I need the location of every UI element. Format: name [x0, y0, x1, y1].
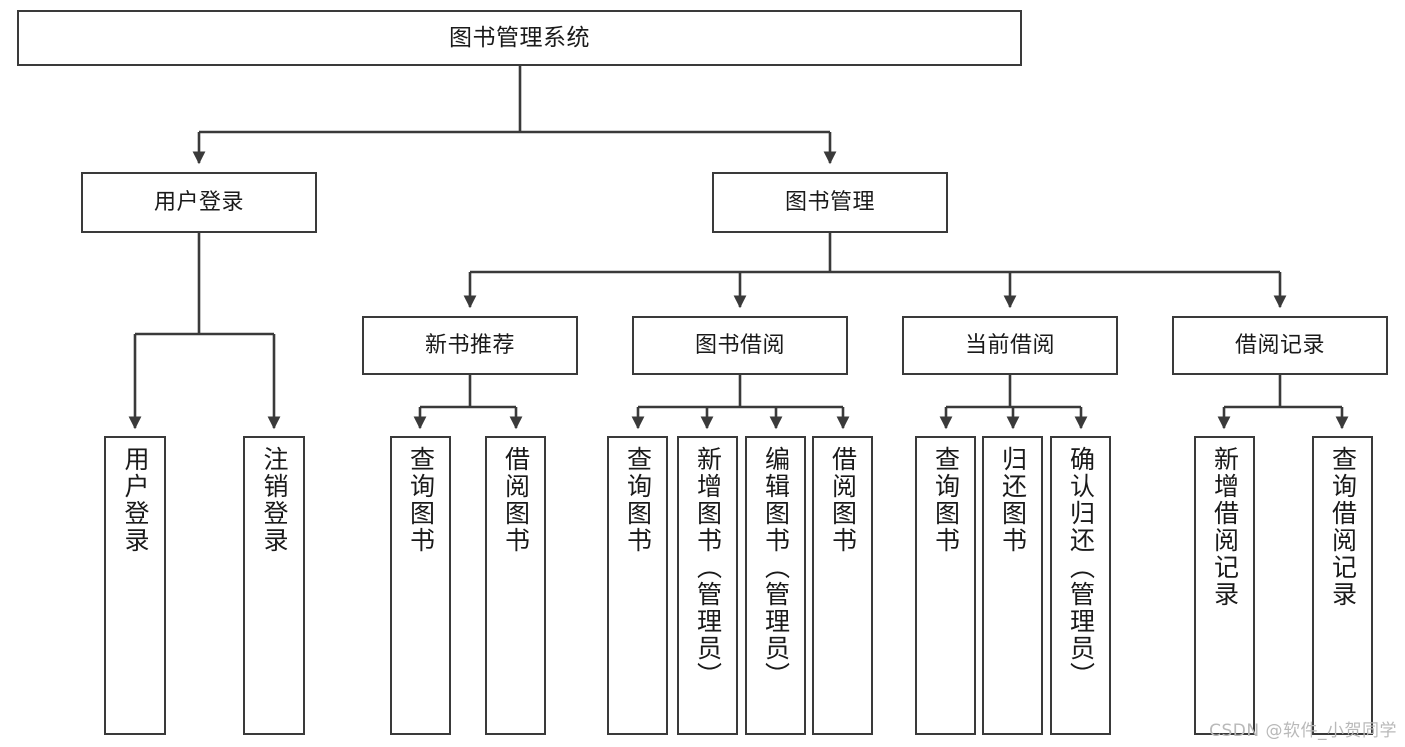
node-leaf-query-book-3[interactable]: 查询图书: [915, 436, 976, 735]
node-label: 确认归还（管理员）: [1066, 446, 1096, 689]
node-leaf-add-record[interactable]: 新增借阅记录: [1194, 436, 1255, 735]
node-label: 图书管理: [784, 189, 875, 215]
node-label: 用户登录: [121, 446, 150, 554]
node-label: 图书管理系统: [449, 24, 590, 51]
node-root-system[interactable]: 图书管理系统: [17, 10, 1022, 66]
node-label: 新增图书（管理员）: [693, 446, 723, 689]
node-leaf-edit-book[interactable]: 编辑图书（管理员）: [745, 436, 806, 735]
node-leaf-query-book-1[interactable]: 查询图书: [390, 436, 451, 735]
node-leaf-borrow-book-2[interactable]: 借阅图书: [812, 436, 873, 735]
node-leaf-user-login[interactable]: 用户登录: [104, 436, 166, 735]
node-leaf-confirm-return[interactable]: 确认归还（管理员）: [1050, 436, 1111, 735]
node-leaf-borrow-book-1[interactable]: 借阅图书: [485, 436, 546, 735]
node-label: 用户登录: [153, 189, 244, 215]
node-current-borrow[interactable]: 当前借阅: [902, 316, 1118, 375]
node-label: 借阅图书: [501, 446, 531, 554]
node-label: 编辑图书（管理员）: [761, 446, 791, 689]
node-leaf-query-book-2[interactable]: 查询图书: [607, 436, 668, 735]
node-label: 查询图书: [623, 446, 653, 554]
node-label: 查询图书: [931, 446, 961, 554]
node-label: 图书借阅: [694, 332, 785, 358]
watermark-text: CSDN @软件_小贺同学: [1209, 721, 1397, 741]
node-leaf-logout-login[interactable]: 注销登录: [243, 436, 305, 735]
node-new-book-recommend[interactable]: 新书推荐: [362, 316, 578, 375]
node-label: 借阅图书: [828, 446, 858, 554]
node-borrow-record[interactable]: 借阅记录: [1172, 316, 1388, 375]
node-label: 注销登录: [260, 446, 289, 554]
node-book-borrow[interactable]: 图书借阅: [632, 316, 848, 375]
node-book-management[interactable]: 图书管理: [712, 172, 948, 233]
node-label: 新增借阅记录: [1210, 446, 1240, 608]
node-label: 当前借阅: [964, 332, 1055, 358]
node-leaf-add-book[interactable]: 新增图书（管理员）: [677, 436, 738, 735]
node-label: 新书推荐: [424, 332, 515, 358]
node-label: 归还图书: [998, 446, 1028, 554]
node-leaf-return-book[interactable]: 归还图书: [982, 436, 1043, 735]
node-label: 查询借阅记录: [1328, 446, 1358, 608]
node-label: 查询图书: [406, 446, 436, 554]
node-user-login[interactable]: 用户登录: [81, 172, 317, 233]
node-label: 借阅记录: [1234, 332, 1325, 358]
node-leaf-query-record[interactable]: 查询借阅记录: [1312, 436, 1373, 735]
